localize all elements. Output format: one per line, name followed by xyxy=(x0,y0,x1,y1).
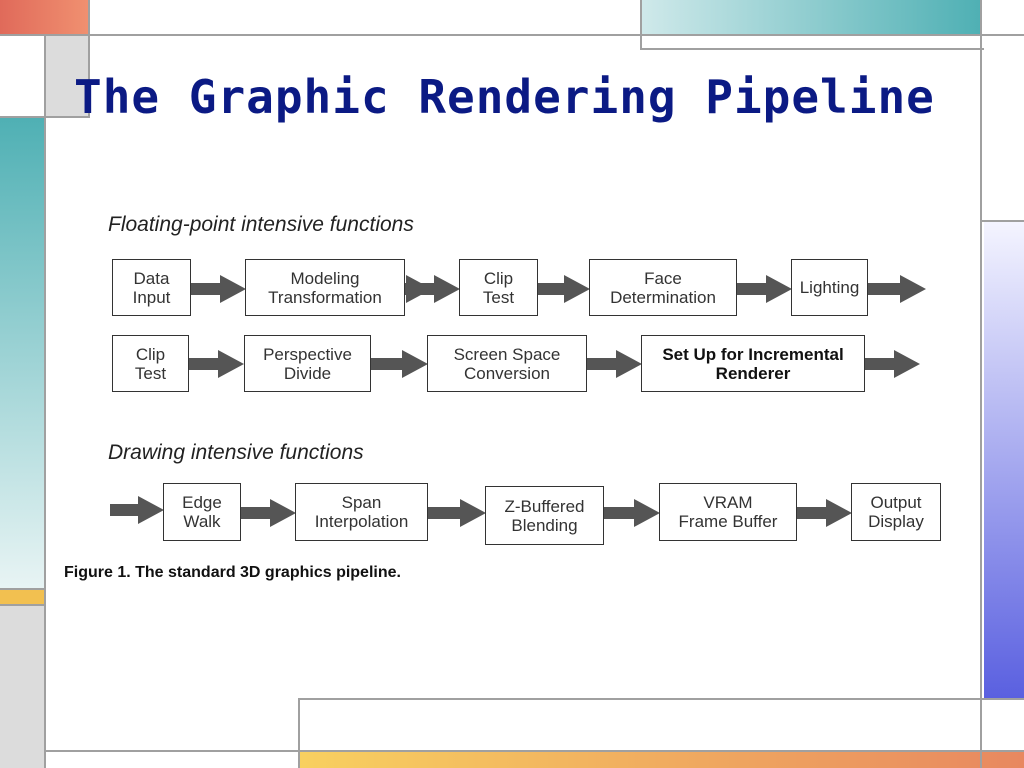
arrow-right-icon xyxy=(188,350,244,378)
box-label-line2: Frame Buffer xyxy=(678,512,778,531)
box-label-line2: Transformation xyxy=(268,287,382,307)
box-label-line2: Test xyxy=(134,363,167,383)
section-label-drawing: Drawing intensive functions xyxy=(108,441,364,464)
teal-left-band xyxy=(0,118,44,588)
box-label-line1: Z-Buffered xyxy=(504,496,585,516)
frame-line xyxy=(0,116,90,118)
coral-corner-block xyxy=(0,0,88,34)
arrow-right-icon xyxy=(191,275,246,303)
box-label-line1: Set Up for Incremental xyxy=(662,344,844,364)
box-label-line1: Lighting xyxy=(799,278,860,297)
frame-line xyxy=(298,698,300,768)
frame-line xyxy=(0,588,46,590)
frame-line xyxy=(980,220,1024,222)
frame-line xyxy=(298,698,1024,700)
frame-line xyxy=(88,0,90,118)
arrow-right-icon xyxy=(603,499,660,527)
gold-bottom-band xyxy=(300,752,1024,768)
box-label-line2: Blending xyxy=(511,515,578,535)
blue-right-band xyxy=(984,222,1024,698)
frame-line xyxy=(44,750,1024,752)
box-label-line1: Data xyxy=(133,268,170,288)
arrow-right-icon xyxy=(240,499,296,527)
box-label-line1: Modeling xyxy=(290,268,360,288)
arrow-right-icon xyxy=(587,350,642,378)
box-label-line2: Test xyxy=(482,287,515,307)
box-label-line2: Renderer xyxy=(715,363,791,383)
gray-corner-block xyxy=(44,36,88,116)
box-lighting: Lighting xyxy=(791,259,868,316)
teal-top-band xyxy=(642,0,980,34)
box-label-line1: Clip xyxy=(483,268,514,288)
gold-left-strip xyxy=(0,590,44,604)
frame-line xyxy=(0,34,1024,36)
arrow-right-icon xyxy=(538,275,590,303)
box-label-line1: Screen Space xyxy=(453,344,561,364)
frame-line xyxy=(640,48,984,50)
box-label-line2: Interpolation xyxy=(314,512,409,531)
slide-title: The Graphic Rendering Pipeline xyxy=(74,70,935,124)
box-label-line1: Face xyxy=(644,268,682,288)
arrow-right-icon xyxy=(737,275,792,303)
arrow-right-icon xyxy=(864,350,920,378)
section-label-floating: Floating-point intensive functions xyxy=(108,213,414,236)
arrow-right-icon xyxy=(797,499,852,527)
box-label-line1: Span xyxy=(341,493,382,512)
box-label-line2: Display xyxy=(868,512,924,531)
box-label-line1: Perspective xyxy=(263,344,352,364)
box-label-line2: Input xyxy=(132,287,171,307)
gray-left-block xyxy=(0,606,44,768)
frame-line xyxy=(640,0,642,50)
arrow-right-icon xyxy=(405,275,460,303)
frame-line xyxy=(980,0,982,768)
box-label-line2: Conversion xyxy=(463,363,550,383)
figure-caption: Figure 1. The standard 3D graphics pipel… xyxy=(64,564,401,581)
box-label-line1: VRAM xyxy=(703,493,753,512)
box-label-line2: Determination xyxy=(610,287,716,307)
arrow-right-icon xyxy=(868,275,926,303)
arrow-right-icon xyxy=(371,350,428,378)
frame-line xyxy=(44,34,46,768)
frame-line xyxy=(0,604,46,606)
box-label-line1: Edge xyxy=(182,493,222,512)
arrow-right-icon xyxy=(427,499,486,527)
box-label-line1: Clip xyxy=(135,344,166,364)
box-label-line2: Divide xyxy=(283,363,332,383)
arrow-right-icon xyxy=(110,496,164,524)
box-label-line2: Walk xyxy=(183,512,221,531)
box-label-line1: Output xyxy=(870,493,922,512)
